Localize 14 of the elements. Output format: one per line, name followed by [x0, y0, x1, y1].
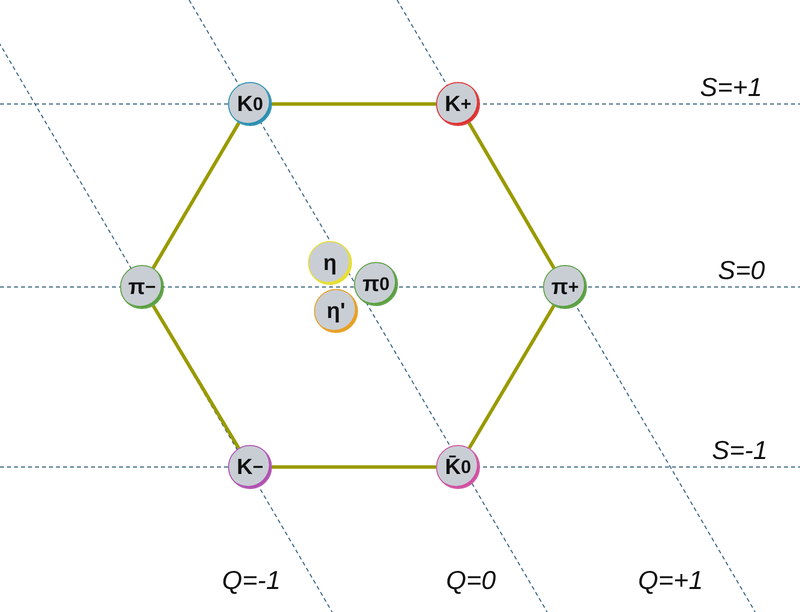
hexagon-edge: [272, 465, 436, 469]
hexagon-edge: [468, 305, 556, 449]
hexagon-edge: [152, 122, 240, 269]
strangeness-label: S=0: [718, 255, 765, 286]
hexagon-edge: [272, 102, 436, 106]
particle-circle: η: [308, 241, 352, 285]
charge-label: Q=0: [446, 565, 496, 596]
hexagon-edge: [468, 122, 556, 269]
particle-circle: η': [314, 289, 358, 333]
strangeness-label: S=+1: [700, 72, 762, 103]
charge-label: Q=+1: [638, 565, 704, 596]
charge-label: Q=-1: [222, 565, 281, 596]
strangeness-label: S=-1: [712, 435, 768, 466]
hexagon-edge: [152, 304, 240, 450]
